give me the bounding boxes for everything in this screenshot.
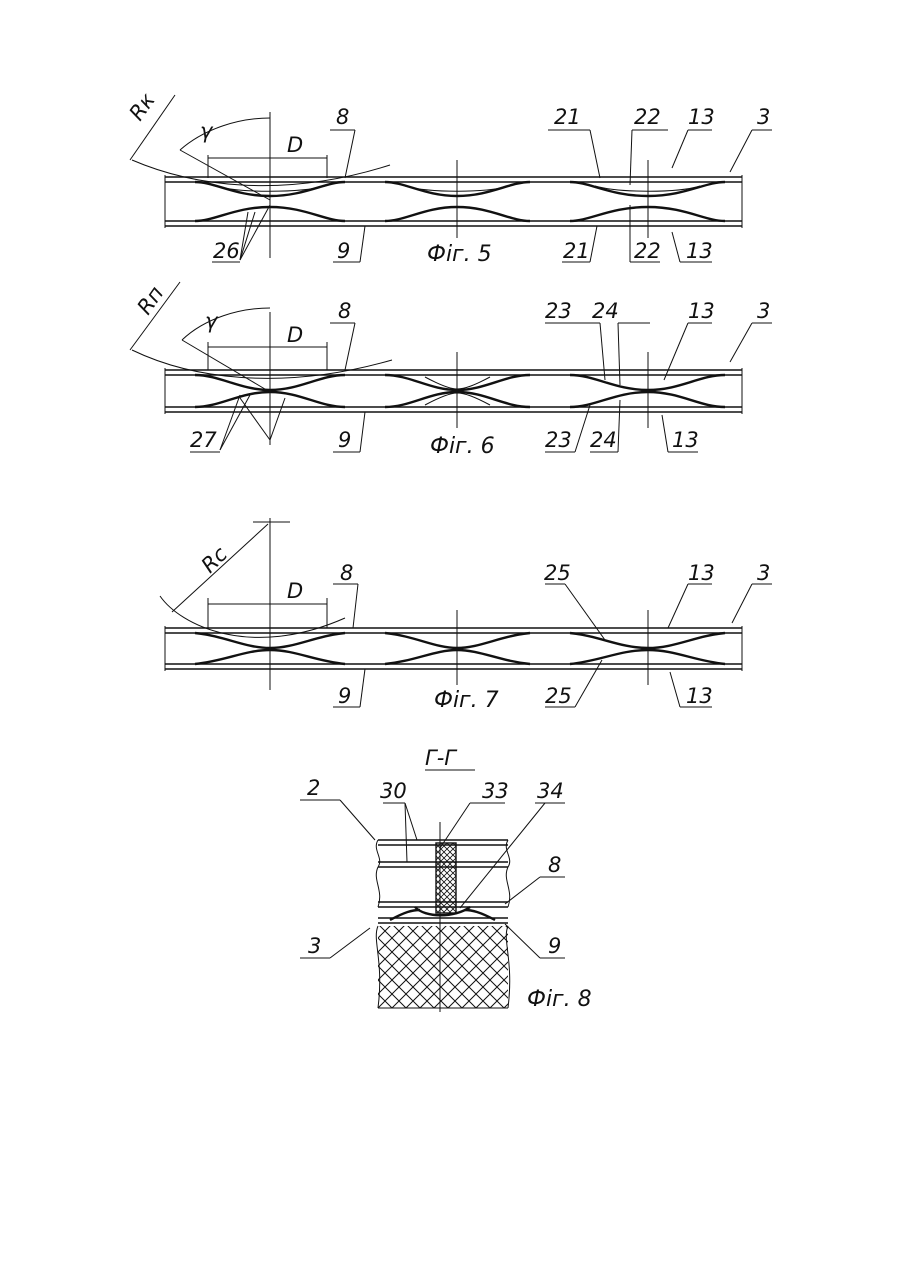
fig8-label-3: 3 — [308, 934, 321, 958]
fig5-label-22-top: 22 — [634, 105, 661, 129]
fig6-label-9: 9 — [338, 428, 351, 452]
figure-8: Г-Г — [300, 746, 592, 1012]
fig6-label-24-bottom: 24 — [590, 428, 617, 452]
fig5-label-8: 8 — [336, 105, 349, 129]
figure-6: Rп γ D 8 23 24 13 3 27 9 23 24 13 Фiг. 6 — [130, 282, 772, 459]
fig5-label-26: 26 — [213, 239, 240, 263]
fig5-label-9: 9 — [337, 239, 350, 263]
figure-5: Rк γ D 8 21 22 13 3 26 9 21 22 13 Фiг. 5 — [124, 89, 772, 267]
fig8-section-label: Г-Г — [425, 746, 458, 770]
fig6-radius-label: Rп — [132, 282, 168, 319]
fig5-cells — [195, 182, 725, 221]
fig5-label-13-bottom: 13 — [686, 239, 713, 263]
fig7-label-3: 3 — [757, 561, 770, 585]
fig7-caption: Фiг. 7 — [434, 688, 499, 713]
fig6-angle-label: γ — [205, 309, 219, 333]
fig6-caption: Фiг. 6 — [430, 434, 495, 459]
fig7-label-13-bottom: 13 — [686, 684, 713, 708]
fig6-label-13-bottom: 13 — [672, 428, 699, 452]
fig6-cells — [195, 375, 725, 407]
fig6-d-label: D — [287, 323, 303, 347]
fig8-fastener — [436, 843, 456, 913]
fig8-base-block — [378, 926, 508, 1008]
figure-7: Rс D 8 25 13 3 9 25 13 Фiг. 7 — [160, 518, 772, 713]
fig7-label-8: 8 — [340, 561, 353, 585]
fig8-label-8: 8 — [548, 853, 561, 877]
fig5-label-21-bottom: 21 — [563, 239, 590, 263]
fig6-label-23-bottom: 23 — [545, 428, 572, 452]
fig7-label-25-bottom: 25 — [545, 684, 572, 708]
fig8-label-30: 30 — [380, 779, 407, 803]
fig6-label-13-top: 13 — [688, 299, 715, 323]
fig5-d-label: D — [287, 133, 303, 157]
fig5-label-21-top: 21 — [554, 105, 581, 129]
fig7-cells — [195, 633, 725, 664]
fig5-radius-label: Rк — [124, 89, 159, 125]
fig8-caption: Фiг. 8 — [527, 987, 592, 1012]
fig6-label-3: 3 — [757, 299, 770, 323]
fig5-label-13-top: 13 — [688, 105, 715, 129]
fig7-label-9: 9 — [338, 684, 351, 708]
fig5-caption: Фiг. 5 — [427, 242, 492, 267]
fig7-radius-label: Rс — [197, 542, 233, 578]
fig6-label-8: 8 — [338, 299, 351, 323]
fig8-label-2: 2 — [307, 776, 320, 800]
fig8-label-34: 34 — [537, 779, 564, 803]
fig5-label-3: 3 — [757, 105, 770, 129]
fig6-label-24-top: 24 — [592, 299, 619, 323]
fig7-d-label: D — [287, 579, 303, 603]
fig7-label-25-top: 25 — [544, 561, 571, 585]
fig6-label-27: 27 — [190, 428, 217, 452]
fig8-label-33: 33 — [482, 779, 509, 803]
fig5-label-22-bottom: 22 — [634, 239, 661, 263]
fig5-angle-label: γ — [200, 119, 214, 143]
fig7-label-13-top: 13 — [688, 561, 715, 585]
fig8-label-9: 9 — [548, 934, 561, 958]
fig6-label-23-top: 23 — [545, 299, 572, 323]
